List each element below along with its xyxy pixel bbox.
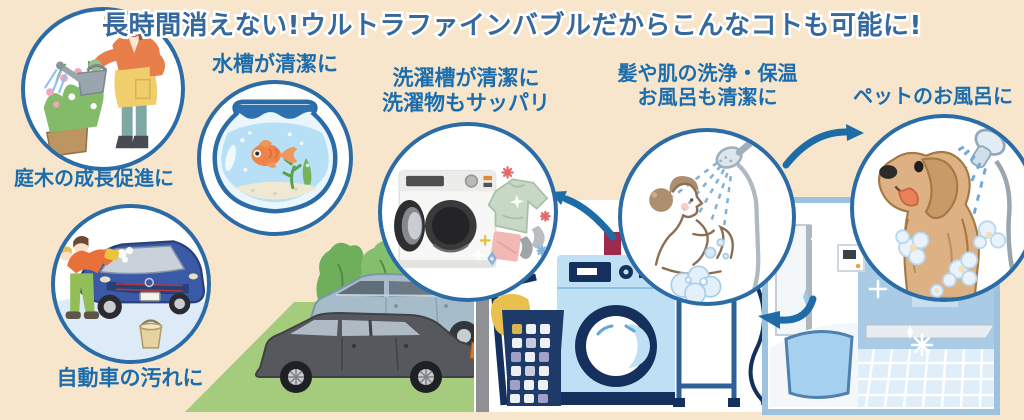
washing-machine-illustration [394,166,551,268]
label-laundry: 洗濯槽が清潔に 洗濯物もサッパリ [356,66,576,116]
usecase-circle-aquarium [197,80,353,236]
parked-car-dark-illustration [255,311,483,393]
usecase-circle-bath [618,128,796,306]
label-aquarium: 水槽が清潔に [212,52,338,76]
page-title: 長時間消えない!ウルトラファインバブルだからこんなコトも可能に! [100,9,924,44]
label-bath-line1: 髪や肌の洗浄・保温 [617,61,798,85]
usecase-circle-car [51,204,211,364]
usecase-circle-pet [850,114,1024,302]
woman-shower-illustration [649,140,761,302]
usecase-circle-garden [21,7,185,171]
arrow-to-dog-circle [782,124,864,169]
usecase-circle-laundry [378,122,558,302]
label-pet: ペットのお風呂に [853,84,1013,108]
label-laundry-line2: 洗濯物もサッパリ [382,90,550,115]
car-washing-illustration [55,235,207,360]
watering-plants-illustration [43,11,166,157]
label-bath: 髪や肌の洗浄・保温 お風呂も清潔に [595,61,820,109]
label-laundry-line1: 洗濯槽が清潔に [392,66,540,90]
dog-bath-illustration [878,128,1019,298]
label-garden: 庭木の成長促進に [14,166,174,190]
goldfish-bowl-illustration [212,99,338,214]
label-car: 自動車の汚れに [56,366,204,390]
label-bath-line2: お風呂も清潔に [637,84,778,109]
